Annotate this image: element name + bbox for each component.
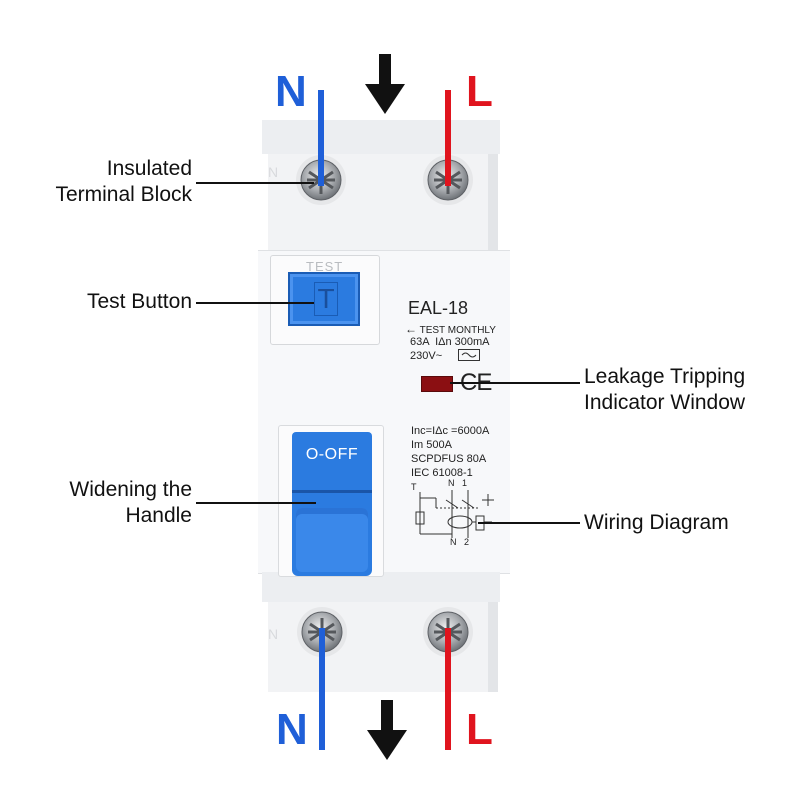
- wire-top-live: [445, 90, 451, 186]
- top-live-letter: L: [466, 67, 493, 116]
- callout-handle: Widening the Handle: [69, 478, 192, 527]
- flow-arrow-down-icon: [367, 700, 407, 760]
- leader-wiring-diagram: [478, 522, 580, 524]
- voltage-label: 230V~: [410, 350, 443, 362]
- top-terminal-shelf: [262, 120, 500, 154]
- callout-terminal-block: Insulated Terminal Block: [55, 157, 192, 206]
- test-button-caption: TEST: [306, 259, 344, 274]
- terminal-mark-bottom: N: [268, 626, 279, 642]
- spec-line: Im 500A: [411, 439, 452, 451]
- test-monthly-label: ← TEST MONTHLY: [405, 322, 496, 336]
- toggle-handle[interactable]: O-OFF: [292, 432, 372, 576]
- wire-top-neutral: [318, 90, 324, 186]
- spec-line: Inc=IΔc =6000A: [411, 425, 490, 437]
- flow-arrow-down-icon: [365, 54, 405, 114]
- bottom-live-letter: L: [466, 705, 493, 754]
- handle-grip-divider: [292, 490, 372, 493]
- handle-off-label: O-OFF: [305, 446, 359, 463]
- leader-terminal-block: [196, 182, 314, 184]
- leader-leakage-window: [450, 382, 580, 384]
- callout-leakage-window: Leakage Tripping Indicator Window: [584, 365, 746, 414]
- diagram-label-1: 1: [462, 478, 468, 488]
- bottom-terminal-shelf: [262, 572, 500, 602]
- top-neutral-letter: N: [275, 67, 307, 116]
- handle-grip: [296, 508, 368, 572]
- callout-wiring-diagram: Wiring Diagram: [584, 511, 729, 534]
- diagram-label-n-bottom: N: [450, 537, 457, 547]
- bottom-neutral-letter: N: [276, 705, 308, 754]
- spec-line: IEC 61008-1: [411, 467, 473, 479]
- wire-bottom-neutral: [319, 628, 325, 750]
- model-label: EAL-18: [408, 298, 469, 318]
- leader-handle: [196, 502, 316, 504]
- callout-test-button: Test Button: [86, 290, 192, 313]
- test-button-letter: T: [314, 282, 338, 316]
- ac-symbol-icon: [458, 349, 480, 361]
- test-button[interactable]: T: [288, 272, 360, 326]
- spec-line: SCPDFUS 80A: [411, 453, 487, 465]
- terminal-mark-top: N: [268, 164, 279, 180]
- diagram-label-n-top: N: [448, 478, 455, 488]
- arrow-left-icon: ←: [405, 322, 417, 336]
- diagram-label-2: 2: [464, 537, 470, 547]
- diagram-label-t: T: [411, 482, 417, 492]
- rating-label: 63A IΔn 300mA: [410, 336, 490, 348]
- wire-bottom-live: [445, 628, 451, 750]
- leakage-indicator-window: [421, 376, 453, 392]
- spec-lines: Inc=IΔc =6000A Im 500A SCPDFUS 80A IEC 6…: [411, 424, 489, 480]
- leader-test-button: [196, 302, 314, 304]
